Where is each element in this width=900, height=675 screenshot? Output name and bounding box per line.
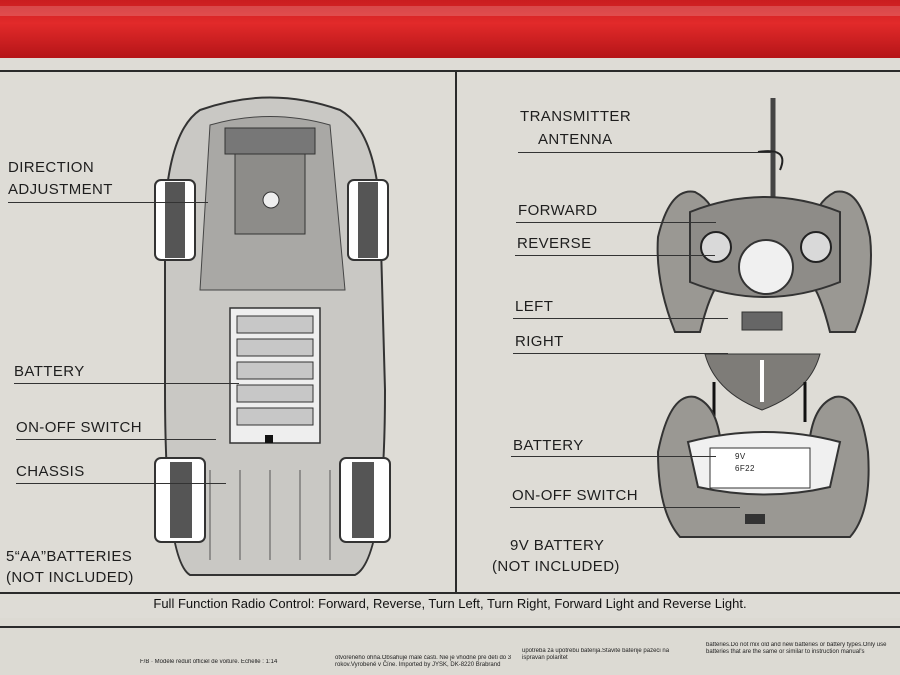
fine-print-3: upotreba za upotrebu baterija.Stavite ba… (522, 648, 670, 661)
panel-frame (0, 70, 900, 594)
direction-adjustment-label-1: DIRECTION (8, 159, 95, 176)
reverse-leader (515, 255, 715, 256)
left-leader (513, 318, 728, 319)
chassis-label: CHASSIS (16, 463, 85, 480)
battery-leader-left (14, 383, 239, 384)
function-caption: Full Function Radio Control: Forward, Re… (153, 596, 747, 611)
9v-battery-label-2: (NOT INCLUDED) (492, 558, 620, 575)
9v-battery-label-1: 9V BATTERY (510, 537, 605, 554)
right-leader (513, 353, 728, 354)
chassis-leader (16, 483, 226, 484)
battery-marking-6f22: 6F22 (735, 464, 755, 473)
battery-label-right: BATTERY (513, 437, 584, 454)
direction-leader (8, 202, 208, 203)
on-off-switch-label-right: ON-OFF SWITCH (512, 487, 639, 504)
direction-adjustment-label-2: ADJUSTMENT (8, 181, 113, 198)
antenna-leader (518, 152, 776, 153)
right-label: RIGHT (515, 333, 564, 350)
reverse-label: REVERSE (517, 235, 592, 252)
on-off-leader-right (510, 507, 740, 508)
on-off-leader-left (16, 439, 216, 440)
red-packaging-band (0, 0, 900, 58)
fine-print-2: otvoreného ohňa.Obsahuje malé časti. Nie… (335, 655, 512, 668)
on-off-switch-label-left: ON-OFF SWITCH (16, 419, 143, 436)
antenna-label-2: ANTENNA (538, 131, 613, 148)
forward-label: FORWARD (518, 202, 598, 219)
antenna-label-1: TRANSMITTER (520, 108, 632, 125)
aa-batteries-label-1: 5“AA”BATTERIES (6, 548, 133, 565)
battery-leader-right (511, 456, 716, 457)
car-chassis-diagram (154, 96, 391, 576)
transmitter-diagram (656, 98, 872, 538)
aa-batteries-label-2: (NOT INCLUDED) (6, 569, 134, 586)
caption-frame (0, 590, 900, 628)
fine-print-1: F/B · Modèle réduit officiel de voiture.… (140, 659, 278, 665)
fine-print-4: batteries.Do not mix old and new batteri… (706, 642, 887, 655)
battery-marking-9v: 9V (735, 452, 746, 461)
forward-leader (516, 222, 716, 223)
battery-label-left: BATTERY (14, 363, 85, 380)
panel-divider (455, 72, 457, 592)
left-label: LEFT (515, 298, 554, 315)
